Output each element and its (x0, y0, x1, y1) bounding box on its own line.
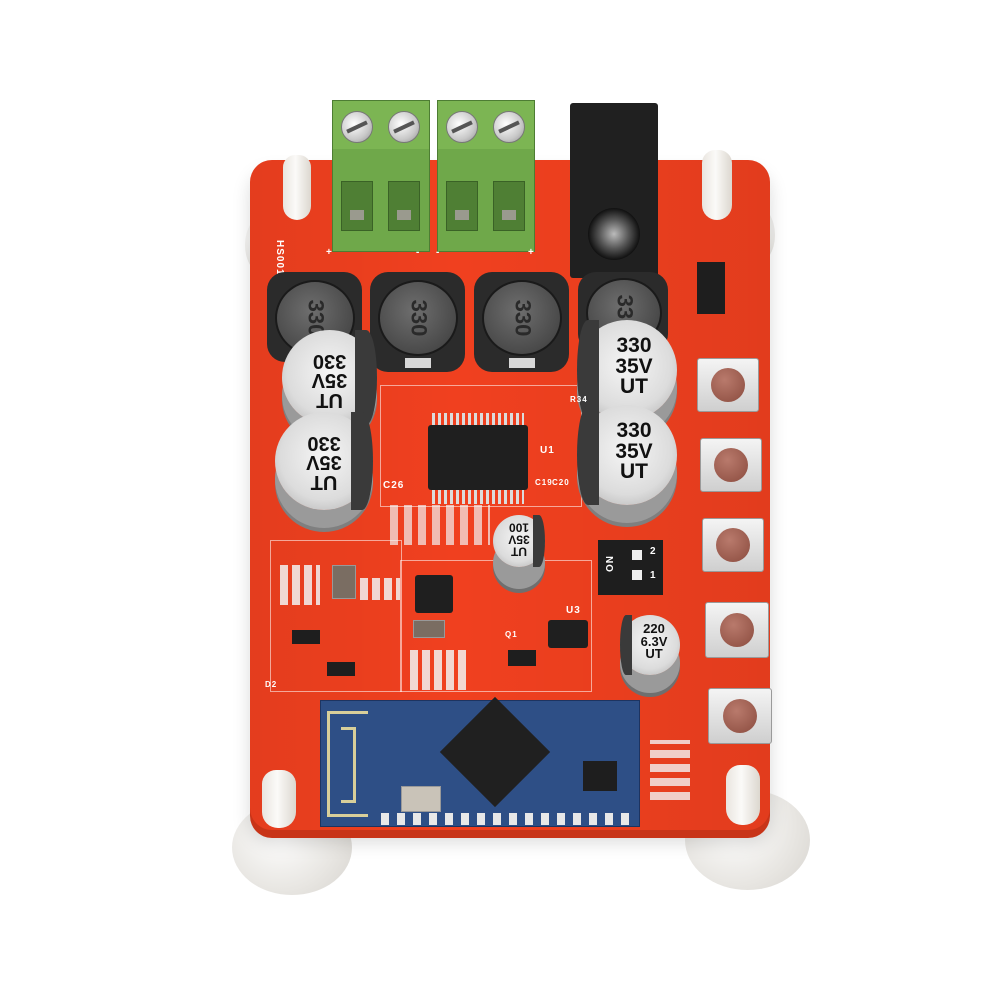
wire-slot[interactable] (388, 181, 420, 231)
wire-slot[interactable] (341, 181, 373, 231)
dip-switch[interactable]: ON 2 1 (598, 540, 663, 595)
smd-resistor-array (360, 578, 400, 600)
electrolytic-capacitor: 330 35V UT (577, 405, 677, 505)
castellated-pads (381, 813, 631, 825)
dip-toggle-2[interactable] (632, 570, 642, 580)
bluetooth-module (320, 696, 640, 827)
dc-power-jack[interactable] (570, 103, 658, 278)
component-ref: C20 (552, 478, 570, 487)
transistor (327, 662, 355, 676)
bluetooth-chip (439, 696, 551, 808)
regulator-ref-label: U3 (566, 605, 581, 616)
screw-icon[interactable] (388, 111, 420, 143)
ic-pins (432, 413, 524, 425)
dip-on-label: ON (605, 555, 616, 572)
silkscreen-trace (400, 560, 592, 692)
dsp-chip (415, 575, 453, 613)
wire-slot[interactable] (446, 181, 478, 231)
transistor (508, 650, 536, 666)
electrolytic-capacitor: UT 35V 330 (275, 412, 373, 510)
dip-toggle-1[interactable] (632, 550, 642, 560)
voltage-regulator (548, 620, 588, 648)
tactile-button-3[interactable] (702, 518, 764, 572)
transistor (292, 630, 320, 644)
button-cap[interactable] (716, 528, 750, 562)
board-edge-label: HS001 (274, 240, 285, 276)
component-ref: R34 (570, 395, 588, 404)
nylon-standoff-bottom-right (726, 765, 760, 825)
smd-resistor (332, 565, 356, 599)
pcb-antenna-icon (327, 711, 368, 817)
tactile-button-2[interactable] (700, 438, 762, 492)
electrolytic-capacitor: UT 35V 330 (282, 330, 377, 425)
tactile-button-1[interactable] (697, 358, 759, 412)
dip-position-label: 1 (650, 570, 657, 581)
electrolytic-capacitor: 330 35V UT (577, 320, 677, 420)
terminal-sign: + (528, 247, 535, 258)
power-inductor: 330 (370, 272, 465, 372)
speaker-terminal-right[interactable] (437, 100, 535, 252)
flash-chip (583, 761, 617, 791)
wire-slot[interactable] (493, 181, 525, 231)
pcb-antenna-icon (341, 727, 356, 803)
electrolytic-capacitor: 220 6.3V UT (620, 615, 680, 675)
screw-icon[interactable] (341, 111, 373, 143)
crystal (401, 786, 441, 812)
button-cap[interactable] (720, 613, 754, 647)
electrolytic-capacitor: UT 35V 100 (493, 515, 545, 567)
terminal-sign: - (416, 247, 421, 258)
smd-resistor-array (390, 505, 490, 545)
silkscreen-trace (270, 540, 402, 692)
speaker-terminal-left[interactable] (332, 100, 430, 252)
component-ref: Q1 (505, 630, 518, 639)
tactile-button-4[interactable] (705, 602, 769, 658)
nylon-standoff-bottom-left (262, 770, 296, 828)
jack-socket[interactable] (588, 208, 640, 260)
smd-component (413, 620, 445, 638)
terminal-sign: + (326, 247, 333, 258)
power-inductor: 330 (474, 272, 569, 372)
component-ref: C19 (535, 478, 553, 487)
button-cap[interactable] (723, 699, 757, 733)
component-ref: D2 (265, 680, 278, 689)
tactile-button-5[interactable] (708, 688, 772, 744)
terminal-sign: - (436, 247, 441, 258)
dip-position-label: 2 (650, 546, 657, 557)
amplifier-ic (428, 425, 528, 490)
smd-resistor-array (650, 740, 690, 800)
smd-resistor-array (410, 650, 470, 690)
button-cap[interactable] (714, 448, 748, 482)
ic-ref-label: U1 (540, 445, 555, 456)
nylon-standoff-top-left (283, 155, 311, 220)
nylon-standoff-top-right (702, 150, 732, 220)
button-cap[interactable] (711, 368, 745, 402)
screw-icon[interactable] (493, 111, 525, 143)
screw-icon[interactable] (446, 111, 478, 143)
smd-resistor-array (280, 565, 320, 605)
smd-diode (697, 262, 725, 314)
ic-pins (432, 490, 524, 504)
component-ref: C26 (383, 480, 405, 491)
